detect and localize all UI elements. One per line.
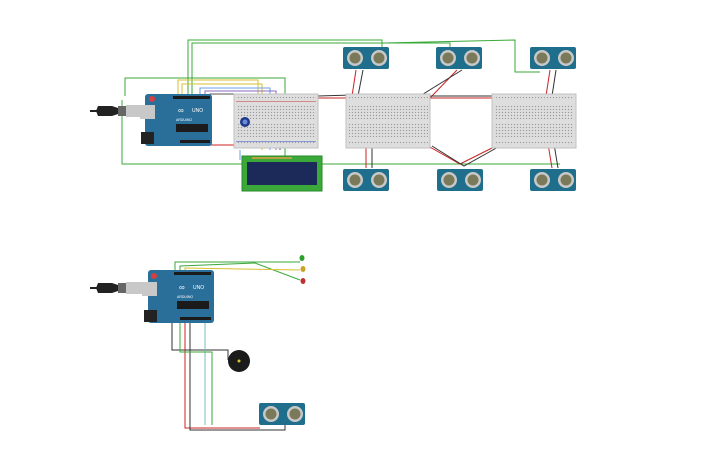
ultrasonic-sensor[interactable] [343, 47, 389, 69]
wire-green[interactable] [179, 262, 301, 281]
wire-red[interactable] [184, 320, 260, 429]
wire-black[interactable] [189, 320, 286, 431]
piezo-buzzer[interactable] [228, 350, 250, 372]
wire-green[interactable] [187, 39, 383, 96]
wire-black[interactable] [431, 145, 501, 167]
wire-green[interactable] [191, 42, 451, 96]
wire-green[interactable] [179, 320, 213, 425]
wire-red[interactable] [545, 69, 551, 97]
board-logo-mark: ∞ [178, 106, 184, 115]
usb-cable [90, 105, 144, 117]
wire-black[interactable] [171, 320, 229, 360]
ultrasonic-sensor[interactable] [437, 169, 483, 191]
wire-green[interactable] [121, 100, 560, 165]
ultrasonic-sensor[interactable] [530, 169, 576, 191]
ultrasonic-sensor[interactable] [530, 47, 576, 69]
circuit-two-wires [171, 261, 301, 431]
led-red[interactable] [300, 278, 306, 284]
board-brand: ARDUINO [176, 118, 192, 122]
potentiometer[interactable] [240, 117, 250, 127]
wire-black[interactable] [551, 69, 557, 97]
led-green[interactable] [299, 255, 305, 261]
ultrasonic-sensor[interactable] [343, 169, 389, 191]
wire-green[interactable] [383, 39, 540, 73]
wire-red[interactable] [427, 145, 497, 165]
board-label: UNO [192, 108, 203, 114]
board-logo-mark: ∞ [179, 283, 185, 292]
wire-red[interactable] [351, 69, 357, 97]
breadboard[interactable] [491, 93, 577, 149]
breadboard[interactable] [345, 93, 431, 149]
wire-black[interactable] [418, 69, 496, 97]
board-label: UNO [193, 285, 204, 291]
ultrasonic-sensor[interactable] [259, 403, 305, 425]
breadboard[interactable] [233, 93, 319, 149]
board-brand: ARDUINO [177, 295, 193, 299]
wire-yellow[interactable] [184, 267, 301, 271]
led-yellow[interactable] [300, 266, 306, 272]
usb-cable [90, 282, 144, 294]
arduino-uno-board[interactable]: ∞ UNO ARDUINO [140, 94, 212, 146]
wire-black[interactable] [357, 69, 364, 97]
arduino-uno-board[interactable]: ∞ UNO ARDUINO [142, 270, 214, 323]
ultrasonic-sensor[interactable] [436, 47, 482, 69]
wire-red[interactable] [428, 69, 500, 99]
lcd-display[interactable] [241, 155, 323, 192]
wire-green[interactable] [174, 261, 300, 270]
